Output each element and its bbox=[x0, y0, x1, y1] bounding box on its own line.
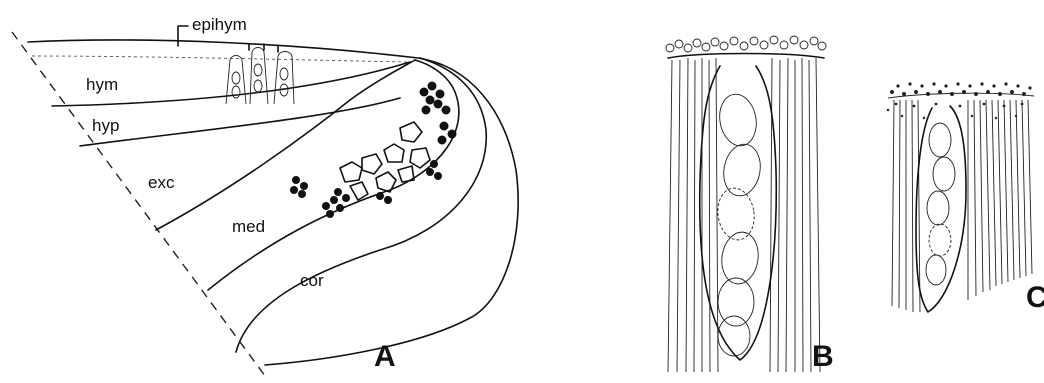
epihymenium-line bbox=[32, 56, 410, 62]
panel-label-c: C bbox=[1026, 281, 1044, 314]
label-hym: hym bbox=[86, 75, 118, 94]
excipulum-boundary bbox=[156, 60, 415, 230]
ascospores-b bbox=[715, 91, 765, 356]
epihym-leader-line bbox=[178, 26, 188, 46]
label-epihym: epihym bbox=[192, 15, 247, 34]
panel-c-ascus: C bbox=[887, 82, 1044, 314]
panel-label-b: B bbox=[812, 340, 834, 373]
paraphyses-b bbox=[668, 58, 820, 372]
label-med: med bbox=[232, 217, 265, 236]
section-cut-line bbox=[12, 32, 268, 380]
panel-label-a: A bbox=[374, 340, 396, 373]
ascus-c bbox=[916, 106, 966, 312]
ascus-b bbox=[700, 66, 777, 360]
granule-clusters bbox=[291, 82, 457, 218]
panel-a-apothecium-section: epihym hym hyp exc med cor A bbox=[12, 15, 518, 380]
label-exc: exc bbox=[148, 173, 175, 192]
tip-base-c bbox=[888, 93, 1034, 98]
paraphysis-tips-b bbox=[666, 36, 826, 52]
hypothecium-boundary bbox=[80, 98, 400, 146]
panel-b-ascus: B bbox=[666, 36, 834, 373]
crystal-cluster bbox=[340, 122, 430, 200]
cortex-boundary bbox=[236, 58, 486, 352]
ascospores-c bbox=[926, 123, 955, 285]
label-hyp: hyp bbox=[92, 116, 119, 135]
tip-base-b bbox=[668, 54, 824, 59]
label-cor: cor bbox=[300, 271, 324, 290]
